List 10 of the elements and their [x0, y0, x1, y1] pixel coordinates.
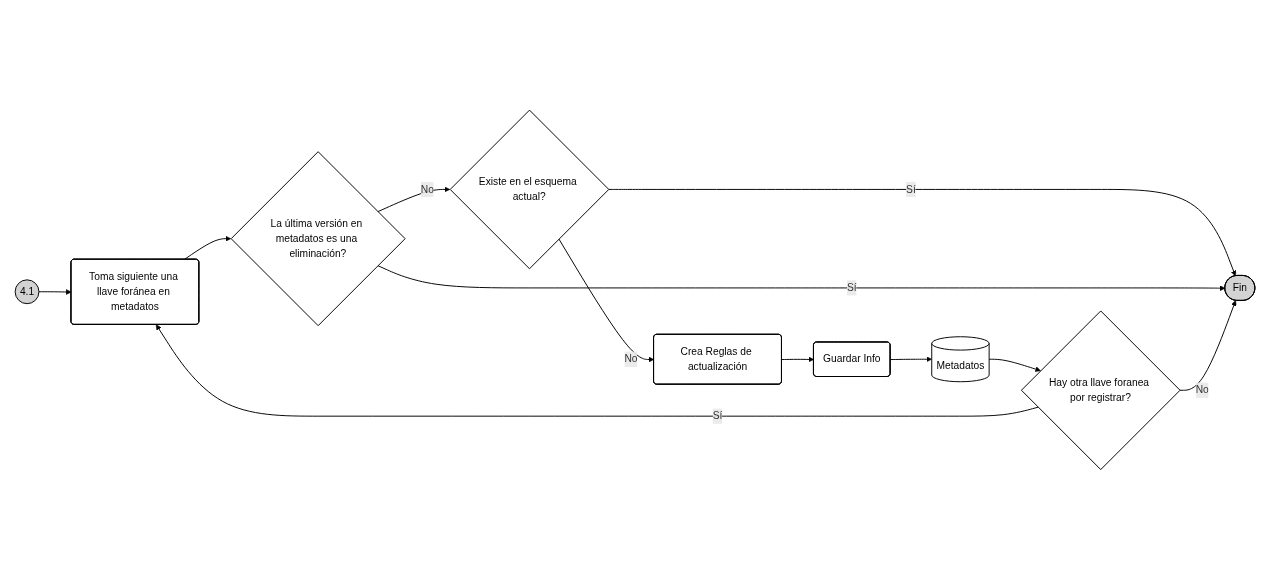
edge-label: No: [420, 183, 434, 195]
edge-label: No: [624, 353, 638, 365]
edge-label: Sí: [712, 410, 723, 421]
node-circle: 4.1: [14, 279, 40, 304]
edge-label: Sí: [846, 281, 857, 293]
edge-label: No: [1195, 384, 1209, 396]
node-diamond: Hay otra llave foranea por registrar?: [1020, 310, 1181, 470]
edge-label: Sí: [906, 183, 916, 195]
node-diamond: Existe en el esquema actual?: [449, 109, 610, 269]
node-diamond: La última versión en metadatos es una eliminación?: [230, 150, 406, 326]
